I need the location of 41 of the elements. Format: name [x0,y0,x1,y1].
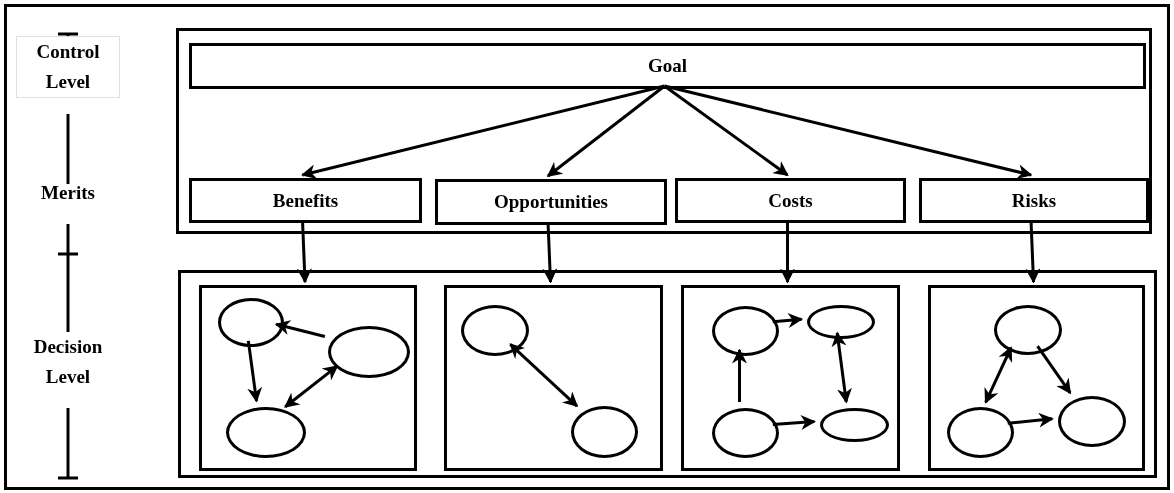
arrow [732,348,747,402]
frame-box [176,28,1152,234]
node-ellipse [820,408,889,442]
arrow [509,343,579,408]
node-ellipse [461,305,529,356]
node-ellipse [226,407,306,458]
level-label: Control Level [16,36,120,98]
node-ellipse [807,305,875,339]
node-ellipse [1058,396,1126,447]
arrow [984,346,1013,404]
arrow [246,340,263,403]
arrow [772,312,804,328]
criterion-box: Benefits [189,178,422,223]
frame-box [178,270,1157,478]
arrow [284,365,339,408]
criterion-box: Risks [919,178,1149,223]
arrow [1036,345,1072,395]
arrow [831,331,852,404]
level-label: Decision Level [32,335,104,389]
arrow [772,415,816,430]
arrow [546,84,666,178]
node-ellipse [712,306,779,356]
node-ellipse [947,407,1014,458]
arrow [664,84,1033,180]
arrow [780,220,795,284]
decision-panel [681,285,900,471]
arrow [274,320,326,338]
decision-panel [928,285,1145,471]
decision-panel [199,285,417,471]
node-ellipse [994,305,1062,355]
goal-box: Goal [189,43,1146,89]
node-ellipse [571,406,638,458]
node-ellipse [328,326,410,378]
arrow [1007,412,1054,428]
criterion-box: Opportunities [435,179,667,225]
node-ellipse [218,298,284,347]
decision-panel [444,285,663,471]
node-ellipse [712,408,779,458]
arrow [301,84,665,180]
level-label: Merits [40,181,96,205]
criterion-box: Costs [675,178,906,223]
